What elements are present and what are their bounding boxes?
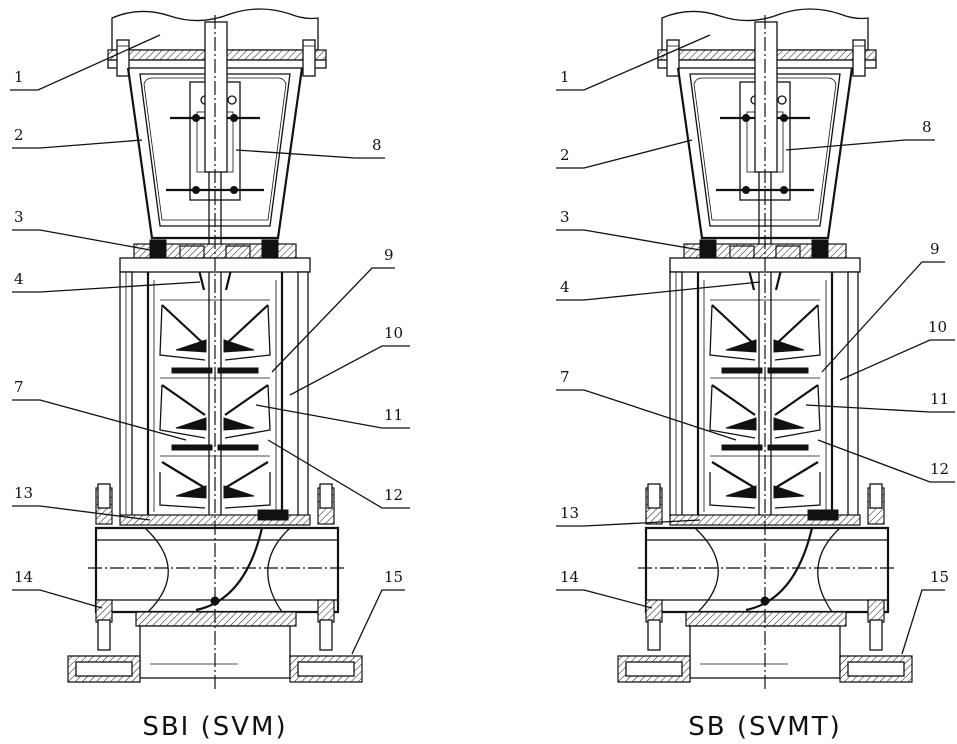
pump-sbi-svm-drawing	[66, 7, 364, 692]
left-label-15: 15	[384, 568, 403, 586]
left-label-7: 7	[14, 378, 24, 396]
right-label-3: 3	[560, 208, 570, 226]
right-label-1: 1	[560, 68, 570, 86]
right-label-2: 2	[560, 146, 570, 164]
caption-left: SBI (SVM)	[142, 712, 287, 742]
left-label-9: 9	[384, 246, 394, 264]
right-label-15: 15	[930, 568, 949, 586]
left-label-3: 3	[14, 208, 24, 226]
right-label-7: 7	[560, 368, 570, 386]
right-label-11: 11	[930, 390, 949, 408]
left-part-labels: 1 2 3 4 7 8 9 10 11 12 13 14 15	[14, 68, 403, 586]
right-label-14: 14	[560, 568, 579, 586]
right-label-9: 9	[930, 240, 940, 258]
left-leaders	[10, 34, 410, 655]
right-label-13: 13	[560, 504, 579, 522]
left-label-8: 8	[372, 136, 382, 154]
left-label-13: 13	[14, 484, 33, 502]
left-label-10: 10	[384, 324, 403, 342]
left-label-14: 14	[14, 568, 33, 586]
pump-sb-svmt-drawing	[616, 7, 914, 692]
right-label-12: 12	[930, 460, 949, 478]
right-label-8: 8	[922, 118, 932, 136]
left-label-4: 4	[14, 270, 24, 288]
left-label-2: 2	[14, 126, 24, 144]
right-leaders	[556, 34, 955, 655]
right-part-labels: 1 2 3 4 7 8 9 10 11 12 13 14 15	[560, 68, 949, 586]
left-label-1: 1	[14, 68, 24, 86]
left-label-12: 12	[384, 486, 403, 504]
caption-right: SB (SVMT)	[688, 712, 842, 742]
right-label-10: 10	[928, 318, 947, 336]
right-label-4: 4	[560, 278, 570, 296]
left-label-11: 11	[384, 406, 403, 424]
